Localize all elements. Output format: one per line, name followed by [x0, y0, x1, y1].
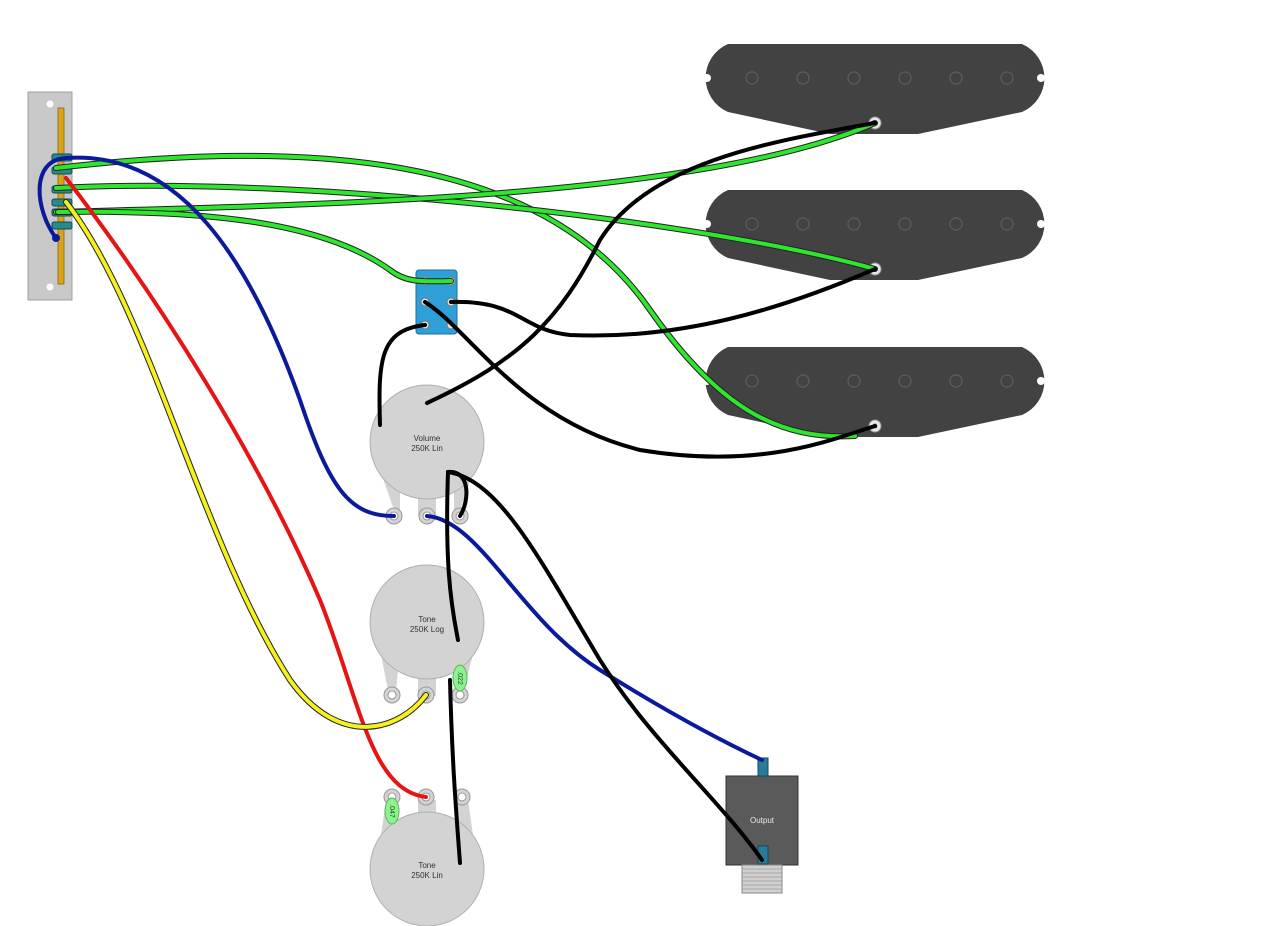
tone-pot-1-label-2: 250K Log	[410, 625, 444, 634]
volume-pot: Volume 250K Lin	[369, 384, 485, 525]
pickup-bridge	[703, 347, 1045, 437]
blue-wires	[37, 155, 764, 762]
selector-switch	[27, 91, 73, 301]
capacitor-022-label: .022	[456, 671, 463, 685]
output-jack-label: Output	[750, 816, 775, 825]
tone-pot-2: Tone 250K Lin	[369, 788, 485, 926]
tone-pot-2-label-1: Tone	[418, 861, 436, 870]
tone-pot-1-label-1: Tone	[418, 615, 436, 624]
yellow-wire	[63, 199, 429, 730]
green-wires	[53, 120, 878, 440]
red-wire	[64, 176, 428, 799]
black-wires	[377, 121, 877, 865]
capacitor-022: .022	[452, 664, 468, 692]
pickup-neck	[703, 44, 1045, 134]
tone-pot-2-label-2: 250K Lin	[411, 871, 443, 880]
capacitor-047-label: .047	[388, 804, 395, 818]
volume-pot-label-2: 250K Lin	[411, 444, 443, 453]
tone-pot-1: Tone 250K Log	[369, 564, 485, 704]
output-jack: Output	[725, 757, 799, 894]
capacitor-047: .047	[384, 797, 400, 825]
volume-pot-label-1: Volume	[414, 434, 441, 443]
pickup-middle	[703, 190, 1045, 280]
